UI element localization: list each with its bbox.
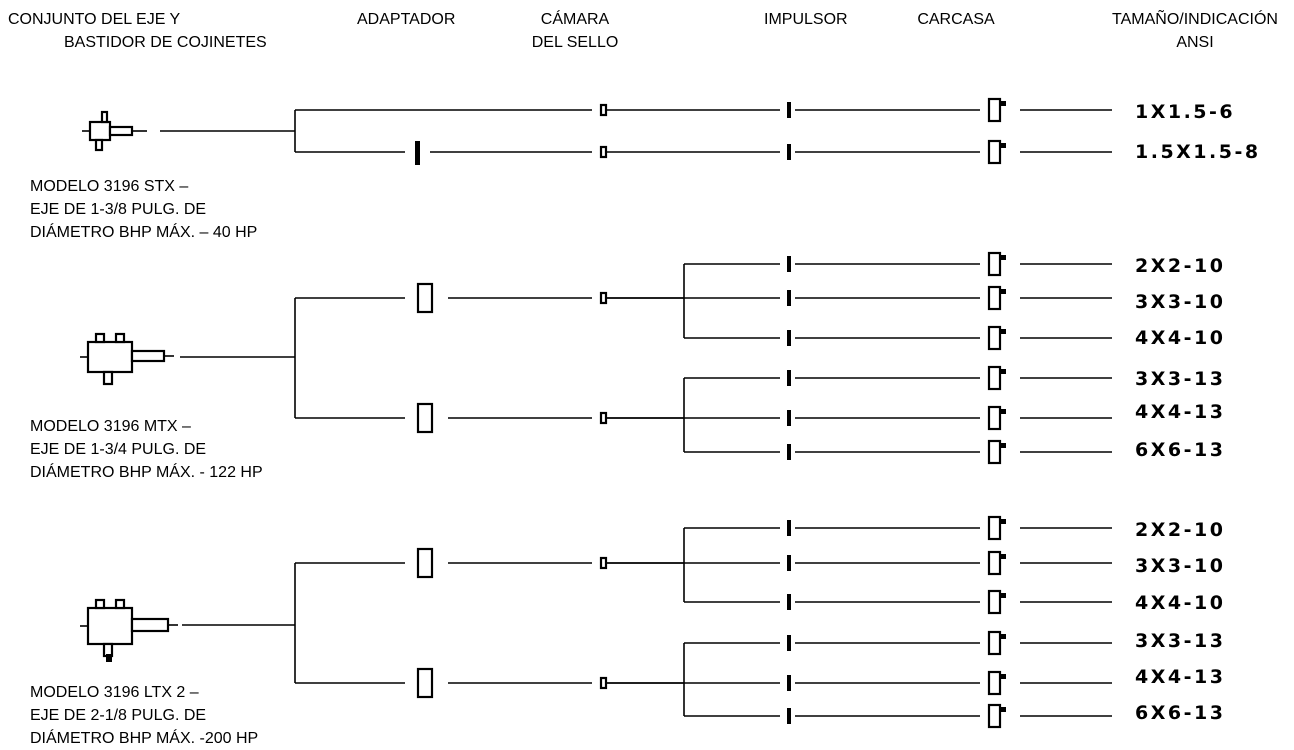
model-mtx-group <box>80 251 1112 465</box>
size-label-stx-1: 1X1.5-6 <box>1135 101 1235 123</box>
size-label-ltx-1: 2X2-10 <box>1135 519 1225 541</box>
ltx-casing-icon <box>987 515 1112 729</box>
column-headers: CONJUNTO DEL EJE Y BASTIDOR DE COJINETES… <box>8 8 1278 51</box>
mtx-casing-icon <box>987 251 1112 465</box>
size-labels: 1X1.5-6 1.5X1.5-8 2X2-10 3X3-10 4X4-10 3… <box>1135 101 1261 724</box>
size-label-mtx-2: 3X3-10 <box>1135 291 1225 313</box>
mtx-bearing-frame-icon <box>80 332 174 386</box>
model-mtx-caption-line2: EJE DE 1-3/4 PULG. DE <box>30 441 206 458</box>
header-shaft-assembly-line1: CONJUNTO DEL EJE Y <box>8 11 181 28</box>
ltx-bearing-frame-icon <box>80 598 178 662</box>
size-label-ltx-4: 3X3-13 <box>1135 630 1225 652</box>
size-label-ltx-2: 3X3-10 <box>1135 555 1225 577</box>
header-casing: CARCASA <box>917 11 995 28</box>
size-label-ltx-5: 4X4-13 <box>1135 666 1225 688</box>
header-size-line2: ANSI <box>1176 34 1213 51</box>
header-size-line1: TAMAÑO/INDICACIÓN <box>1112 8 1278 28</box>
ltx-adapter-icon <box>416 547 434 699</box>
size-label-stx-2: 1.5X1.5-8 <box>1135 141 1261 163</box>
size-label-mtx-3: 4X4-10 <box>1135 327 1225 349</box>
size-label-ltx-3: 4X4-10 <box>1135 592 1225 614</box>
header-shaft-assembly-line2: BASTIDOR DE COJINETES <box>64 34 267 51</box>
model-stx-caption-line1: MODELO 3196 STX – <box>30 178 188 195</box>
model-ltx-caption-line1: MODELO 3196 LTX 2 – <box>30 684 199 701</box>
ltx-impeller-icon <box>606 520 980 724</box>
size-label-mtx-4: 3X3-13 <box>1135 368 1225 390</box>
size-label-mtx-6: 6X6-13 <box>1135 439 1225 461</box>
model-captions: MODELO 3196 STX – EJE DE 1-3/8 PULG. DE … <box>30 178 263 747</box>
stx-seal-chamber-icon <box>599 103 780 159</box>
stx-bearing-frame-icon <box>82 110 147 152</box>
model-ltx-caption-line3: DIÁMETRO BHP MÁX. -200 HP <box>30 728 258 747</box>
stx-impeller-icon <box>787 102 980 160</box>
header-seal-chamber-line2: DEL SELLO <box>532 34 619 51</box>
model-stx-group <box>82 97 1112 165</box>
stx-casing-icon <box>987 97 1112 165</box>
header-adapter: ADAPTADOR <box>357 11 455 28</box>
model-mtx-caption-line3: DIÁMETRO BHP MÁX. - 122 HP <box>30 462 263 481</box>
stx-adapter-icon <box>415 141 420 165</box>
size-label-ltx-6: 6X6-13 <box>1135 702 1225 724</box>
mtx-impeller-icon <box>606 256 980 460</box>
model-stx-caption-line2: EJE DE 1-3/8 PULG. DE <box>30 201 206 218</box>
model-ltx-caption-line2: EJE DE 2-1/8 PULG. DE <box>30 707 206 724</box>
size-label-mtx-5: 4X4-13 <box>1135 401 1225 423</box>
size-label-mtx-1: 2X2-10 <box>1135 255 1225 277</box>
mtx-adapter-icon <box>416 282 434 434</box>
mtx-seal-chamber-icon <box>599 291 608 425</box>
model-mtx-caption-line1: MODELO 3196 MTX – <box>30 418 191 435</box>
header-impeller: IMPULSOR <box>764 11 848 28</box>
ltx-seal-chamber-icon <box>599 556 608 690</box>
model-ltx-group <box>80 515 1112 729</box>
header-seal-chamber-line1: CÁMARA <box>541 9 610 28</box>
model-stx-caption-line3: DIÁMETRO BHP MÁX. – 40 HP <box>30 222 257 241</box>
